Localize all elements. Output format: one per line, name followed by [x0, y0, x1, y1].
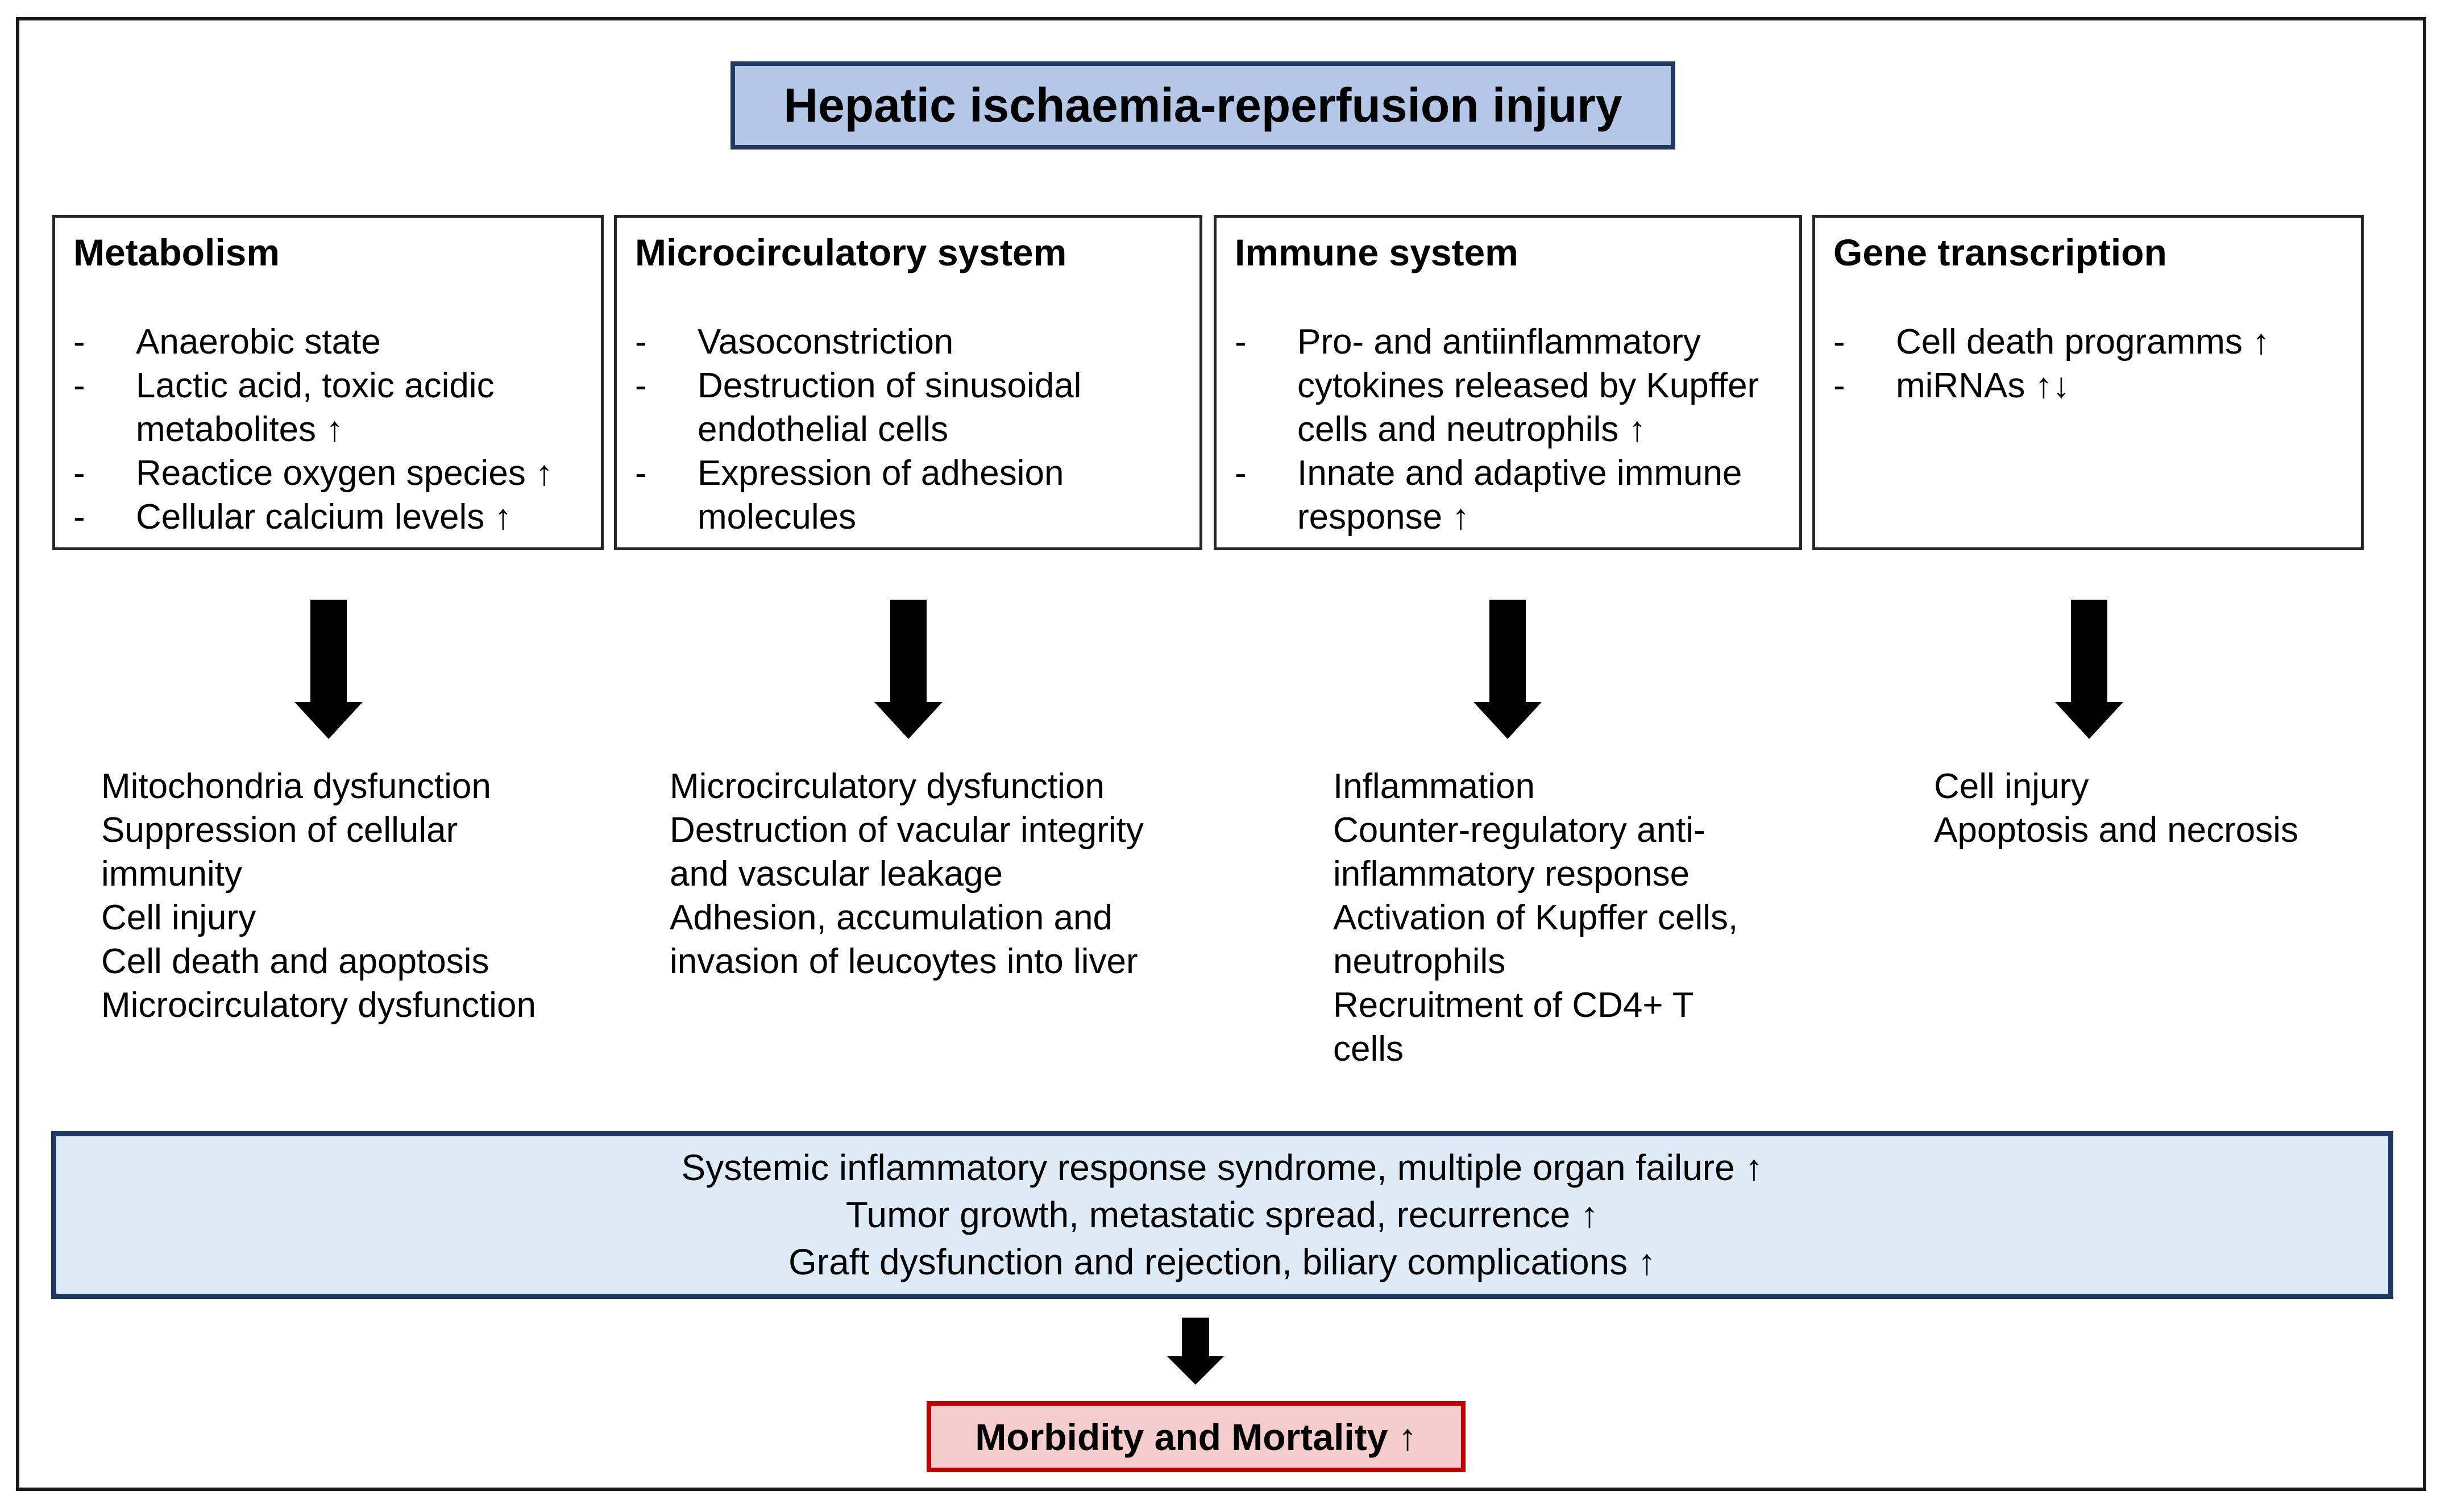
outcome-line: Systemic inflammatory response syndrome,…: [681, 1147, 1763, 1188]
outcome-box: Systemic inflammatory response syndrome,…: [51, 1131, 2393, 1299]
effect-item: Apoptosis and necrosis: [1934, 811, 2299, 850]
category-list: Cell death programms ↑ miRNAs ↑↓: [1833, 320, 2270, 408]
list-item: Pro- and antiinflammatory: [1235, 320, 1759, 364]
list-item: Innate and adaptive immune: [1235, 451, 1759, 495]
list-item: cells and neutrophils ↑: [1297, 410, 1646, 449]
list-item: cytokines released by Kupffer: [1297, 366, 1759, 405]
list-item: Vasoconstriction: [635, 320, 1081, 364]
category-box-immune: Immune system Pro- and antiinflammatory …: [1214, 215, 1802, 550]
category-title: Metabolism: [73, 231, 280, 273]
list-item: metabolites ↑: [136, 410, 344, 449]
effect-item: inflammatory response: [1333, 854, 1690, 894]
effect-item: Adhesion, accumulation and: [670, 898, 1113, 937]
category-title: Gene transcription: [1833, 231, 2167, 273]
list-item: Expression of adhesion: [635, 451, 1081, 495]
diagram-title: Hepatic ischaemia-reperfusion injury: [783, 78, 1622, 132]
effect-item: Mitochondria dysfunction: [101, 767, 491, 806]
category-box-gene-transcription: Gene transcription Cell death programms …: [1812, 215, 2364, 550]
outcome-line: Graft dysfunction and rejection, biliary…: [788, 1241, 1657, 1282]
effect-item: neutrophils: [1333, 942, 1506, 981]
effect-item: Destruction of vacular integrity: [670, 811, 1144, 850]
list-item: response ↑: [1297, 497, 1470, 537]
effect-item: Counter-regulatory anti-: [1333, 811, 1705, 850]
list-item: Reactice oxygen species ↑: [73, 451, 553, 495]
final-outcome-label: Morbidity and Mortality ↑: [975, 1415, 1417, 1458]
list-item: Anaerobic state: [73, 320, 553, 364]
effects-microcirculatory: Microcirculatory dysfunction Destruction…: [670, 765, 1144, 983]
final-box: Morbidity and Mortality ↑: [927, 1401, 1466, 1472]
category-box-microcirculatory: Microcirculatory system Vasoconstriction…: [614, 215, 1202, 550]
list-item: molecules: [698, 497, 857, 537]
list-item: Destruction of sinusoidal: [635, 364, 1081, 408]
effect-item: Microcirculatory dysfunction: [670, 767, 1105, 806]
effect-item: Cell injury: [101, 898, 256, 937]
list-item: endothelial cells: [698, 410, 949, 449]
list-item: Lactic acid, toxic acidic: [73, 364, 553, 408]
down-arrow-icon: [294, 600, 363, 739]
category-title: Immune system: [1235, 231, 1518, 273]
down-arrow-icon: [2055, 600, 2123, 739]
effect-item: cells: [1333, 1029, 1404, 1069]
down-arrow-icon: [1167, 1318, 1224, 1385]
effect-item: and vascular leakage: [670, 854, 1003, 894]
effect-item: Microcirculatory dysfunction: [101, 986, 536, 1025]
effect-item: Inflammation: [1333, 767, 1535, 806]
category-list: Pro- and antiinflammatory cytokines rele…: [1235, 320, 1759, 539]
effect-item: Cell death and apoptosis: [101, 942, 489, 981]
effect-item: immunity: [101, 854, 243, 894]
category-box-metabolism: Metabolism Anaerobic state Lactic acid, …: [52, 215, 604, 550]
effect-item: Recruitment of CD4+ T: [1333, 986, 1694, 1025]
list-item: miRNAs ↑↓: [1833, 364, 2270, 408]
list-item: Cellular calcium levels ↑: [73, 495, 553, 539]
down-arrow-icon: [874, 600, 943, 739]
outcome-line: Tumor growth, metastatic spread, recurre…: [845, 1194, 1599, 1235]
effects-immune: Inflammation Counter-regulatory anti- in…: [1333, 765, 1738, 1071]
category-list: Anaerobic state Lactic acid, toxic acidi…: [73, 320, 553, 539]
diagram-frame: [16, 17, 2426, 1491]
effect-item: invasion of leucoytes into liver: [670, 942, 1138, 981]
title-box: Hepatic ischaemia-reperfusion injury: [730, 61, 1675, 149]
effects-gene-transcription: Cell injury Apoptosis and necrosis: [1934, 765, 2298, 852]
category-title: Microcirculatory system: [635, 231, 1067, 273]
down-arrow-icon: [1473, 600, 1542, 739]
effect-item: Cell injury: [1934, 767, 2089, 806]
category-list: Vasoconstriction Destruction of sinusoid…: [635, 320, 1081, 539]
effect-item: Activation of Kupffer cells,: [1333, 898, 1738, 937]
effects-metabolism: Mitochondria dysfunction Suppression of …: [101, 765, 536, 1027]
effect-item: Suppression of cellular: [101, 811, 458, 850]
list-item: Cell death programms ↑: [1833, 320, 2270, 364]
